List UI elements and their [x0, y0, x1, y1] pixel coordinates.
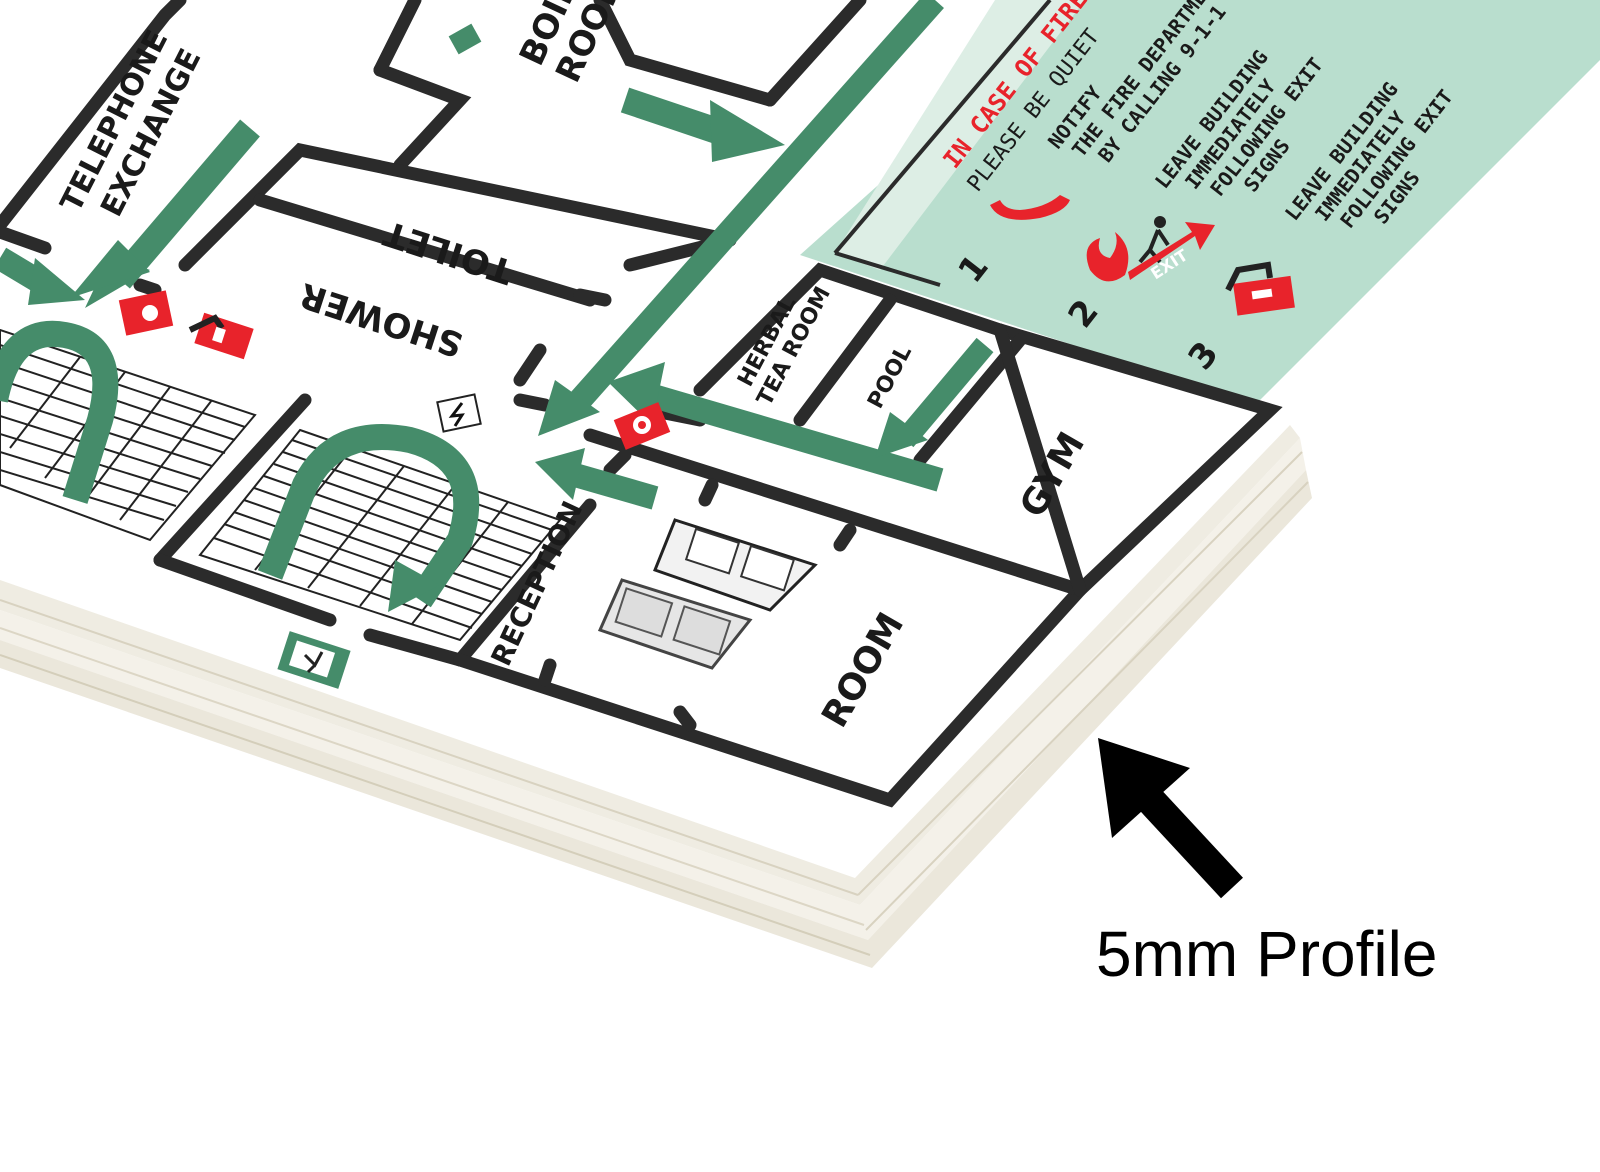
fire-alarm-icon: [118, 290, 174, 336]
acrylic-edge: [0, 425, 1312, 968]
fire-extinguisher-icon: [1225, 261, 1295, 316]
pointer-arrow-icon: [1098, 738, 1243, 899]
reception-desks: [597, 518, 818, 670]
fire-extinguisher-icon: [188, 312, 254, 360]
phone-icon: [990, 195, 1070, 220]
profile-caption: 5mm Profile: [1096, 918, 1437, 990]
notice-panel: [800, 0, 1600, 405]
stairs-left: [0, 328, 257, 542]
escape-routes: [0, 0, 994, 612]
flame-icon: [1086, 232, 1129, 282]
electric-hazard-icon: [436, 393, 482, 433]
running-man-exit-icon: [277, 631, 351, 689]
fire-alarm-icon: [613, 402, 671, 450]
